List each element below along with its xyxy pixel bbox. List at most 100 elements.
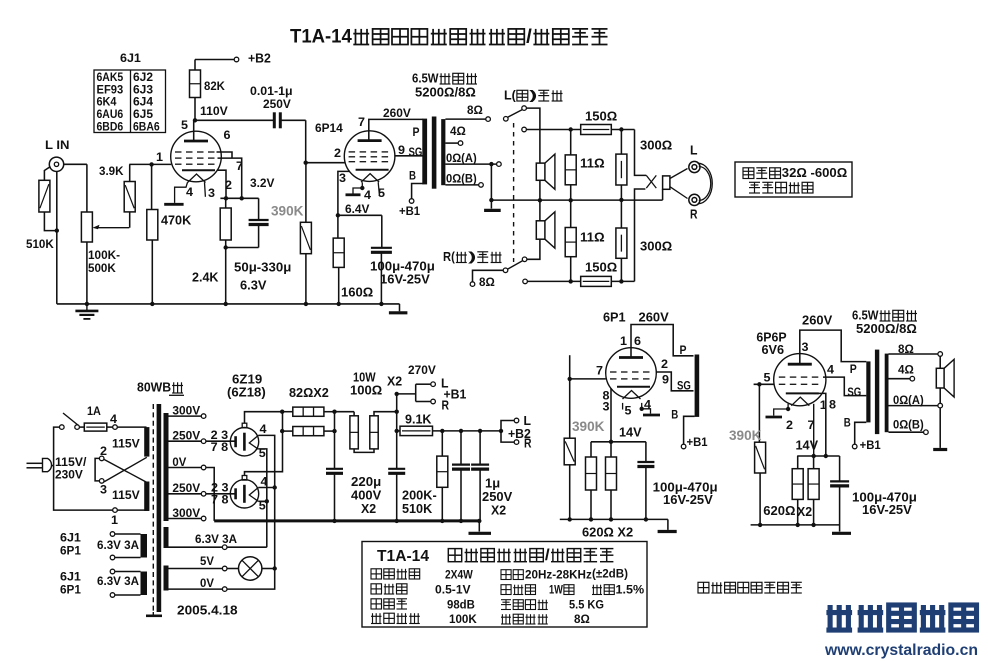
svg-text:6.4V: 6.4V bbox=[345, 202, 370, 216]
svg-text:1: 1 bbox=[620, 334, 627, 348]
svg-text:2 3: 2 3 bbox=[211, 428, 229, 442]
svg-text:80WB: 80WB bbox=[137, 380, 171, 395]
svg-text:6P1: 6P1 bbox=[603, 310, 626, 325]
svg-text:250V: 250V bbox=[482, 489, 513, 504]
svg-text:5200Ω/8Ω: 5200Ω/8Ω bbox=[415, 85, 476, 100]
svg-text:1μ: 1μ bbox=[485, 476, 500, 491]
svg-text:150Ω: 150Ω bbox=[585, 260, 617, 275]
svg-text:620Ω: 620Ω bbox=[763, 503, 795, 518]
svg-text:2 3: 2 3 bbox=[211, 480, 229, 494]
svg-text:220μ: 220μ bbox=[351, 474, 381, 489]
svg-text:7: 7 bbox=[358, 115, 365, 129]
svg-text:16V-25V: 16V-25V bbox=[663, 492, 713, 507]
svg-text:6.5W: 6.5W bbox=[852, 308, 879, 323]
svg-text:X2: X2 bbox=[361, 501, 376, 516]
svg-text:1: 1 bbox=[156, 150, 163, 164]
svg-text:3: 3 bbox=[208, 186, 215, 200]
svg-text:390K: 390K bbox=[271, 203, 304, 219]
svg-text:7 8: 7 8 bbox=[211, 440, 229, 454]
svg-text:R(: R( bbox=[443, 249, 455, 264]
svg-text:+B1: +B1 bbox=[444, 387, 467, 402]
svg-text:6P1: 6P1 bbox=[60, 582, 81, 596]
svg-text:5: 5 bbox=[259, 498, 266, 512]
svg-text:160Ω: 160Ω bbox=[341, 285, 373, 300]
svg-text:4: 4 bbox=[186, 185, 193, 199]
svg-text:150Ω: 150Ω bbox=[585, 109, 617, 124]
svg-text:6P6P: 6P6P bbox=[756, 330, 787, 345]
svg-text:6J1: 6J1 bbox=[120, 51, 141, 65]
svg-text:0Ω(B): 0Ω(B) bbox=[893, 417, 924, 431]
svg-text:0V: 0V bbox=[172, 455, 186, 469]
svg-text:8Ω: 8Ω bbox=[467, 103, 483, 117]
svg-text:6: 6 bbox=[224, 128, 231, 142]
svg-text:6V6: 6V6 bbox=[762, 342, 785, 357]
svg-text:P: P bbox=[413, 125, 420, 139]
svg-text:0.5-1V: 0.5-1V bbox=[435, 582, 471, 596]
svg-text:250V: 250V bbox=[172, 429, 200, 443]
svg-text:400V: 400V bbox=[351, 488, 382, 503]
svg-text:4: 4 bbox=[261, 474, 268, 488]
svg-text:/: / bbox=[526, 27, 532, 48]
svg-text:B: B bbox=[844, 415, 851, 429]
svg-text:100Ω: 100Ω bbox=[350, 383, 382, 398]
svg-text:): ) bbox=[468, 249, 476, 264]
svg-text:B: B bbox=[409, 168, 416, 182]
svg-text:6J5: 6J5 bbox=[133, 109, 154, 121]
svg-text:6.3V 3A: 6.3V 3A bbox=[97, 574, 139, 588]
svg-text:L: L bbox=[441, 376, 449, 391]
svg-text:6AU6: 6AU6 bbox=[97, 109, 124, 121]
svg-text:6: 6 bbox=[634, 334, 641, 348]
svg-text:SG: SG bbox=[409, 145, 423, 159]
svg-text:0V: 0V bbox=[200, 576, 214, 590]
svg-text:6J2: 6J2 bbox=[133, 72, 153, 84]
svg-text:5200Ω/8Ω: 5200Ω/8Ω bbox=[856, 321, 917, 336]
svg-text:620Ω X2: 620Ω X2 bbox=[582, 525, 633, 540]
svg-text:0Ω(A): 0Ω(A) bbox=[893, 393, 924, 407]
svg-text:9.1K: 9.1K bbox=[405, 412, 432, 427]
svg-text:1.5%: 1.5% bbox=[616, 582, 645, 596]
svg-text:100μ-470μ: 100μ-470μ bbox=[852, 490, 917, 505]
svg-text:6.5W: 6.5W bbox=[412, 71, 439, 86]
svg-text:230V: 230V bbox=[55, 467, 83, 481]
svg-text:/: / bbox=[545, 547, 550, 564]
svg-text:2X4W: 2X4W bbox=[445, 567, 473, 581]
svg-text:300V: 300V bbox=[172, 403, 200, 417]
svg-text:4: 4 bbox=[364, 188, 371, 202]
svg-text:L IN: L IN bbox=[45, 138, 70, 152]
svg-text:+B1: +B1 bbox=[860, 438, 881, 452]
svg-text:T1A-14: T1A-14 bbox=[377, 548, 429, 565]
svg-text:390K: 390K bbox=[729, 427, 762, 443]
svg-text:0.01-1μ: 0.01-1μ bbox=[250, 84, 293, 98]
svg-text:1: 1 bbox=[820, 398, 827, 412]
svg-text:6AK5: 6AK5 bbox=[97, 72, 124, 84]
svg-text:R: R bbox=[524, 436, 532, 451]
svg-text:82K: 82K bbox=[204, 79, 225, 93]
svg-text:X2: X2 bbox=[491, 503, 506, 518]
svg-text:510K: 510K bbox=[402, 501, 433, 516]
svg-text:6P14: 6P14 bbox=[315, 121, 343, 135]
svg-text:P: P bbox=[680, 343, 687, 357]
svg-text:2005.4.18: 2005.4.18 bbox=[177, 603, 238, 618]
svg-text:SG: SG bbox=[847, 385, 861, 399]
svg-text:4: 4 bbox=[110, 412, 117, 426]
svg-text:100K-: 100K- bbox=[88, 248, 120, 262]
svg-text:3.9K: 3.9K bbox=[99, 164, 124, 178]
svg-text:(6Z18): (6Z18) bbox=[227, 385, 266, 400]
svg-text:10W: 10W bbox=[353, 370, 376, 385]
svg-text:L: L bbox=[690, 143, 698, 158]
svg-text:5: 5 bbox=[181, 118, 188, 132]
svg-text:R: R bbox=[442, 398, 450, 413]
svg-text:L(: L( bbox=[504, 88, 516, 103]
svg-text:L: L bbox=[524, 413, 532, 428]
svg-text:16V-25V: 16V-25V bbox=[862, 502, 912, 517]
svg-text:300Ω: 300Ω bbox=[640, 138, 672, 153]
svg-text:8: 8 bbox=[603, 388, 610, 402]
svg-text:110V: 110V bbox=[200, 104, 228, 118]
svg-text:1W: 1W bbox=[549, 582, 563, 596]
svg-text:3: 3 bbox=[802, 340, 809, 354]
svg-text:260V: 260V bbox=[383, 106, 411, 120]
svg-text:250V: 250V bbox=[172, 481, 200, 495]
svg-text:): ) bbox=[529, 88, 537, 103]
svg-text:6Z19: 6Z19 bbox=[232, 372, 262, 387]
svg-text:200K-: 200K- bbox=[402, 488, 437, 503]
